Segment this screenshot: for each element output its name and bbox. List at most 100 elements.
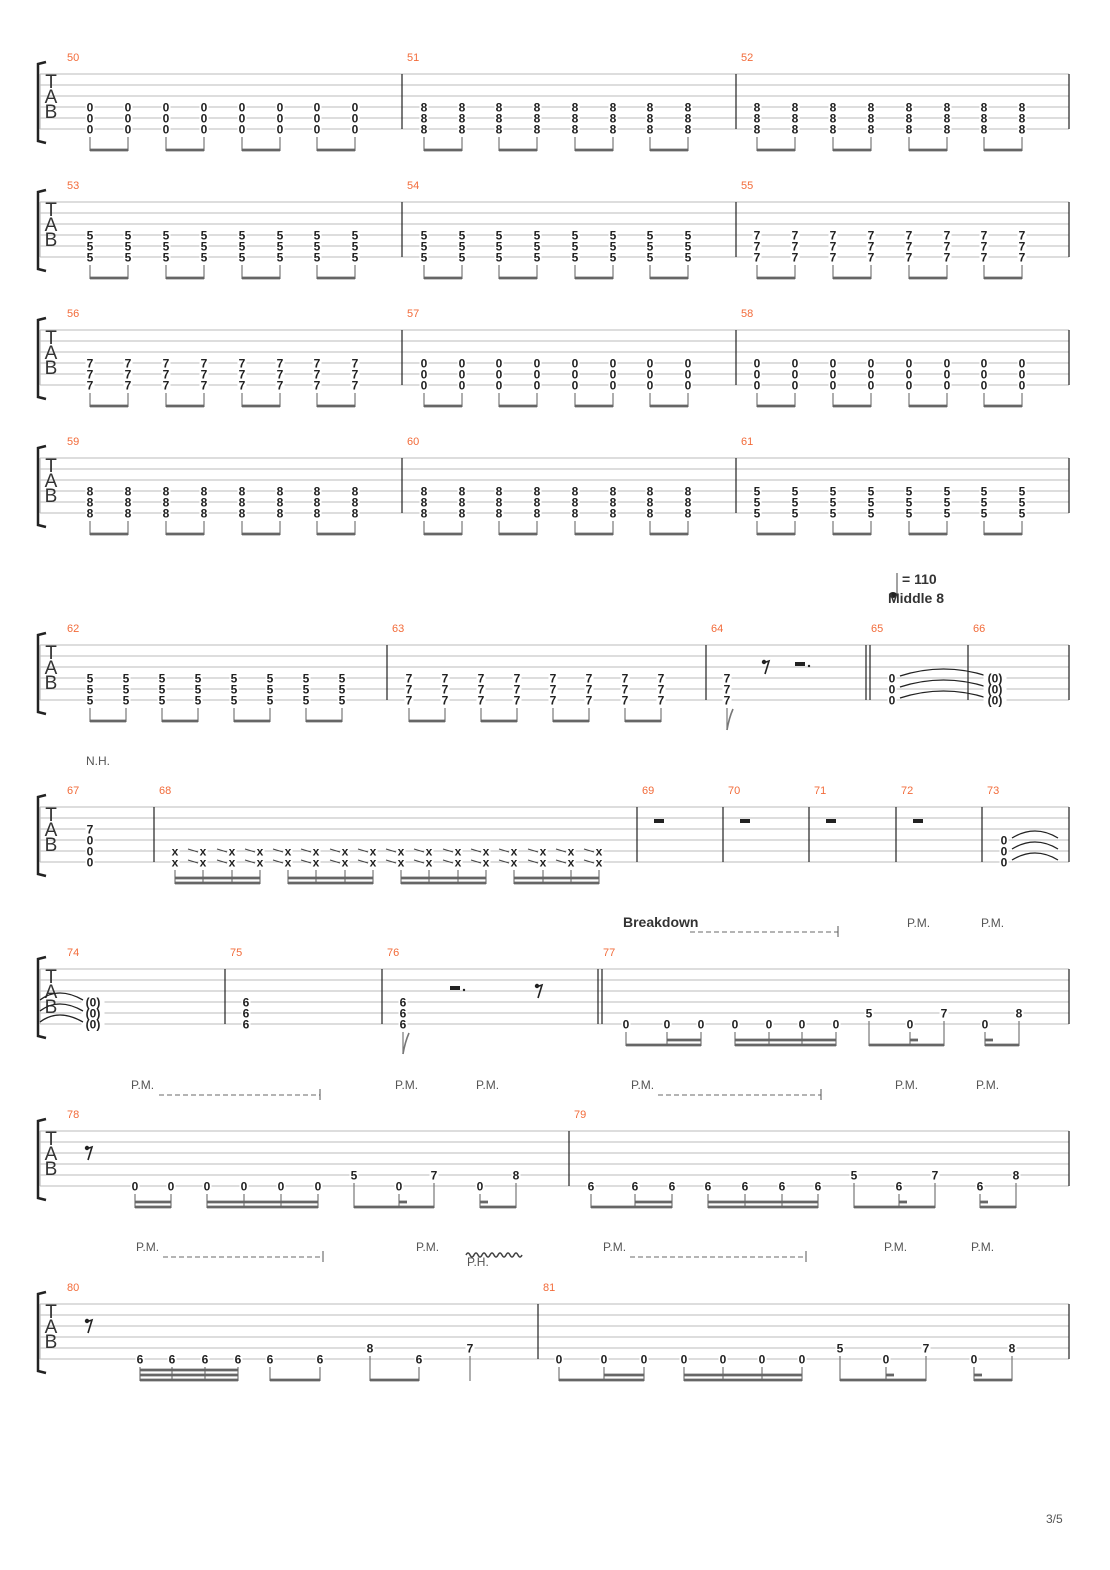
fret-bg <box>396 857 406 867</box>
fret-number: 5 <box>87 251 94 265</box>
fret-number: 7 <box>442 694 449 708</box>
fret-bg <box>337 673 347 683</box>
fret-bg <box>1017 369 1027 379</box>
fret-number: 0 <box>314 112 321 126</box>
fret-number: 8 <box>830 101 837 115</box>
fret-bg <box>275 230 285 240</box>
fret-number: 6 <box>400 1007 407 1021</box>
tab-clef-letter: T <box>45 805 57 826</box>
fret-bg <box>887 684 897 694</box>
fret-bg <box>509 857 519 867</box>
fret-number: 7 <box>514 683 521 697</box>
palm-mute-label: P.M. <box>416 1240 439 1254</box>
fret-bg <box>311 857 321 867</box>
slide-mark <box>300 859 312 864</box>
fret-number: 8 <box>314 485 321 499</box>
fret-number: 8 <box>572 101 579 115</box>
fret-bg <box>570 124 580 134</box>
fret-number: 8 <box>830 112 837 126</box>
measure-number: 75 <box>230 947 242 959</box>
fret-number: 6 <box>169 1353 176 1367</box>
palm-mute-label: P.M. <box>971 1240 994 1254</box>
fret-bg <box>828 369 838 379</box>
fret-number: 0 <box>906 368 913 382</box>
fret-bg <box>350 113 360 123</box>
fret-bg <box>975 1181 985 1191</box>
fret-number: 8 <box>421 101 428 115</box>
fret-number: 5 <box>303 683 310 697</box>
fret-bg <box>608 230 618 240</box>
fret-bg <box>942 252 952 262</box>
fret-number: 8 <box>534 485 541 499</box>
fret-number: 5 <box>87 240 94 254</box>
fret-number: 7 <box>87 357 94 371</box>
fret-number: 5 <box>231 683 238 697</box>
fret-number: 7 <box>125 357 132 371</box>
whole-rest-icon <box>740 819 750 823</box>
fret-bg <box>85 508 95 518</box>
measure-number: 58 <box>741 308 753 320</box>
fret-number: 5 <box>352 251 359 265</box>
fret-number: 7 <box>550 694 557 708</box>
fret-number: 0 <box>647 368 654 382</box>
fret-bg <box>237 358 247 368</box>
fret-bg <box>123 486 133 496</box>
fret-bg <box>983 673 1007 683</box>
fret-bg <box>237 380 247 390</box>
fret-bg <box>942 241 952 251</box>
fret-bg <box>866 369 876 379</box>
fret-bg <box>429 1170 439 1180</box>
fret-number: 5 <box>837 1342 844 1356</box>
fret-number: x <box>285 856 292 870</box>
measure-number: 55 <box>741 180 753 192</box>
system-bracket <box>36 1117 47 1202</box>
fret-number: 5 <box>163 229 170 243</box>
palm-mute-label: P.M. <box>603 1240 626 1254</box>
fret-number: 8 <box>459 496 466 510</box>
fret-number: 5 <box>201 240 208 254</box>
fret-number: 0 <box>87 123 94 137</box>
fret-bg <box>904 358 914 368</box>
fret-bg <box>999 846 1009 856</box>
fret-bg <box>457 241 467 251</box>
fret-bg <box>942 230 952 240</box>
fret-number: 5 <box>906 507 913 521</box>
fret-bg <box>608 124 618 134</box>
fret-bg <box>404 673 414 683</box>
fret-bg <box>81 997 105 1007</box>
fret-number: x <box>229 845 236 859</box>
fret-number: 6 <box>137 1353 144 1367</box>
fret-number: 5 <box>239 240 246 254</box>
fret-number: 8 <box>1019 112 1026 126</box>
fret-bg <box>453 857 463 867</box>
fret-bg <box>457 380 467 390</box>
fret-number: 5 <box>352 240 359 254</box>
fret-number: 7 <box>314 368 321 382</box>
quarter-note-icon <box>889 592 897 598</box>
fret-number: 5 <box>868 507 875 521</box>
fret-bg <box>349 1170 359 1180</box>
fret-number: 7 <box>754 240 761 254</box>
fret-number: 0 <box>125 101 132 115</box>
fret-number: 0 <box>1001 856 1008 870</box>
fret-bg <box>123 497 133 507</box>
eighth-rest-icon <box>762 659 771 675</box>
fret-bg <box>866 358 876 368</box>
fret-bg <box>161 486 171 496</box>
fret-number: x <box>540 856 547 870</box>
fret-number: 5 <box>277 240 284 254</box>
fret-number: 0 <box>421 357 428 371</box>
fret-number: 8 <box>421 485 428 499</box>
fret-bg <box>368 857 378 867</box>
fret-number: 8 <box>459 112 466 126</box>
measure-number: 67 <box>67 785 79 797</box>
fret-number: 0 <box>168 1180 175 1194</box>
fret-number: (0) <box>988 694 1003 708</box>
fret-number: 6 <box>705 1180 712 1194</box>
fret-number: 5 <box>159 694 166 708</box>
whole-rest-icon <box>654 819 664 823</box>
fret-bg <box>85 695 95 705</box>
fret-number: 6 <box>243 996 250 1010</box>
fret-bg <box>233 1354 243 1364</box>
fret-bg <box>608 508 618 518</box>
